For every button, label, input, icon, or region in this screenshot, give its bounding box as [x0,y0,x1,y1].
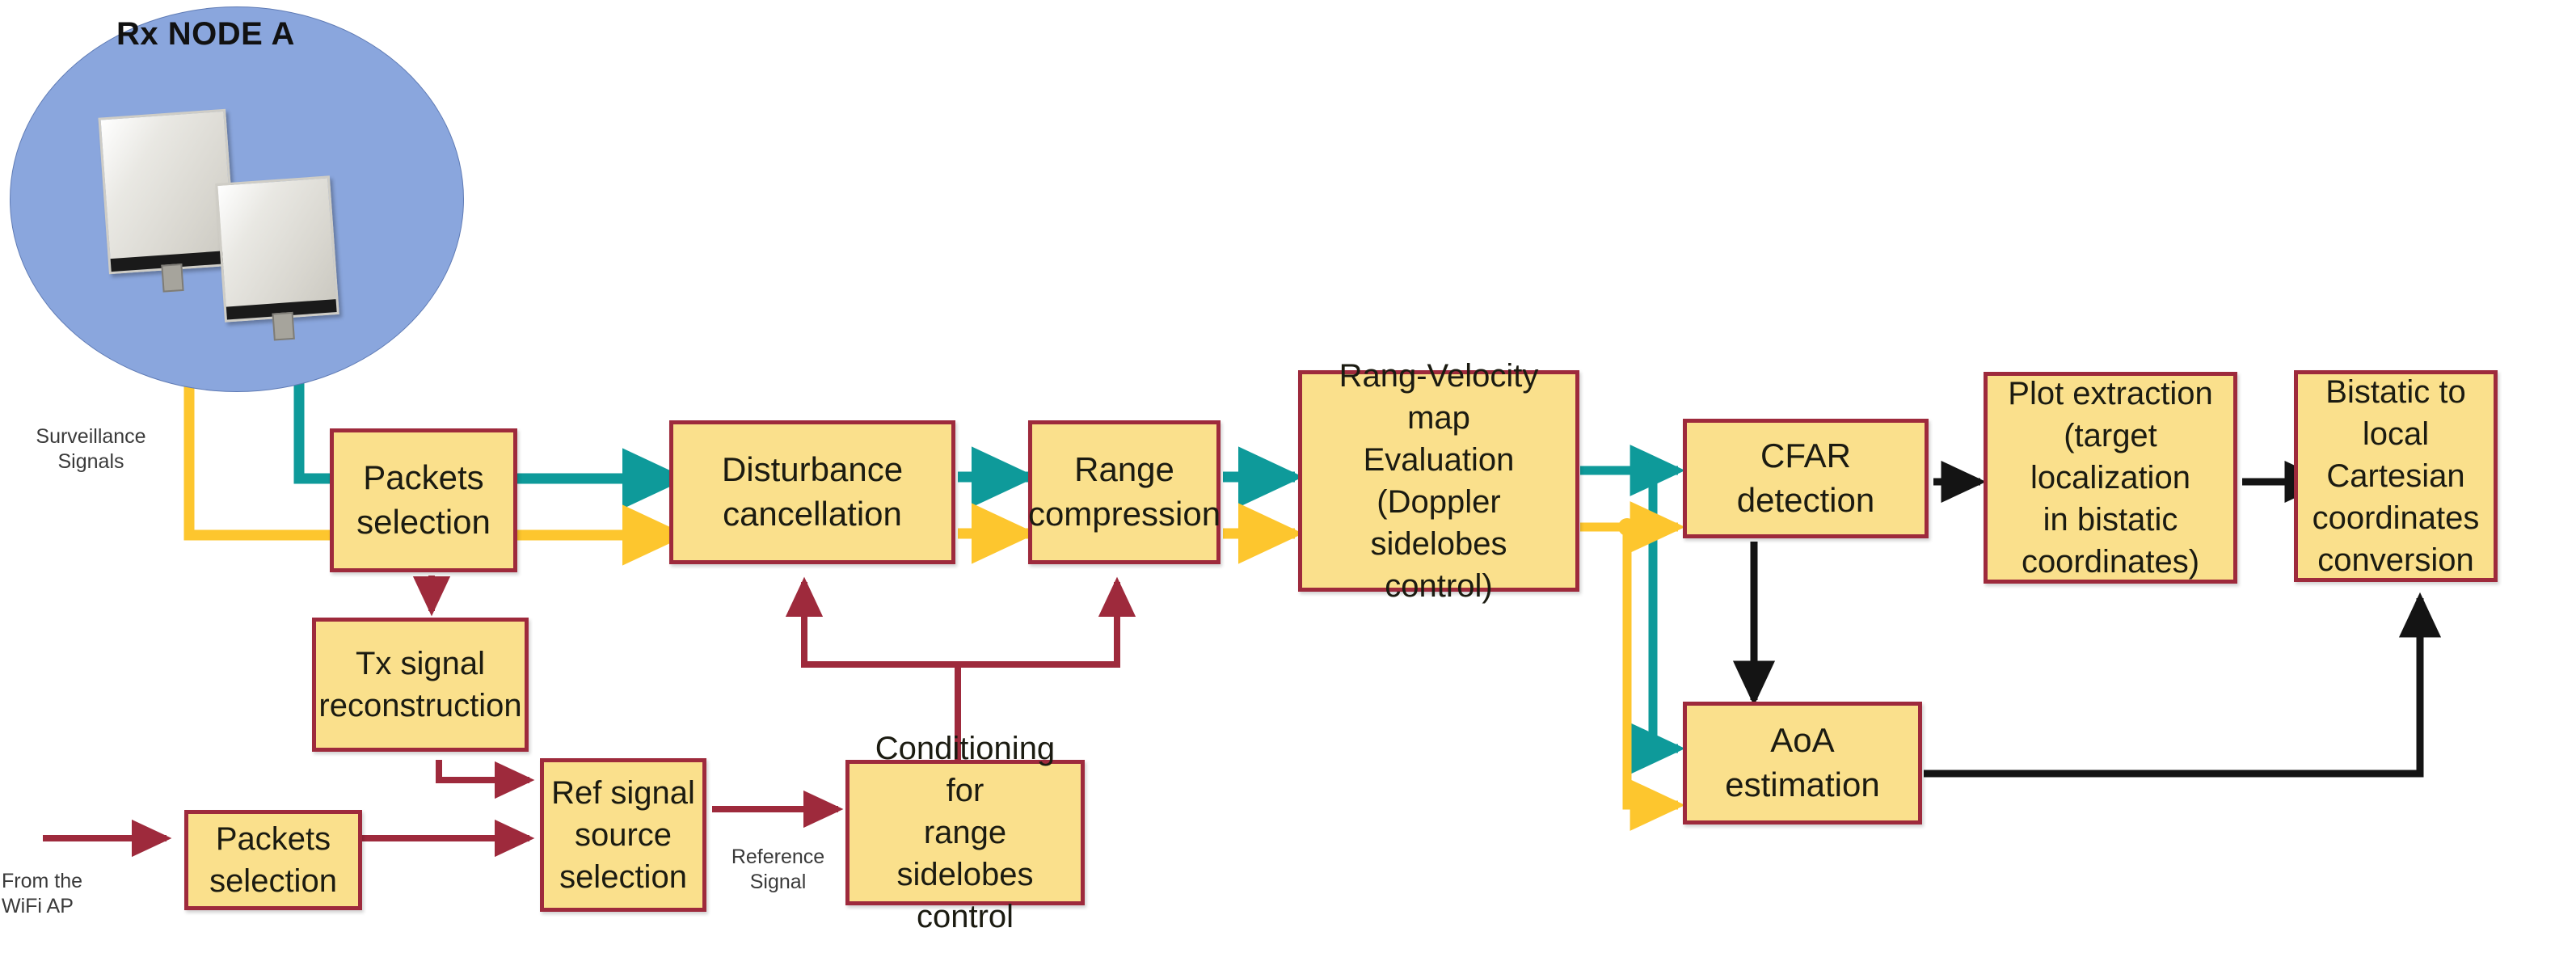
box-packets-selection-reference[interactable]: Packets selection [184,810,362,910]
box-disturbance-cancellation[interactable]: Disturbance cancellation [669,420,955,564]
box-range-compression[interactable]: Range compression [1028,420,1221,564]
box-range-velocity-map-evaluation[interactable]: Rang-Velocity map Evaluation (Doppler si… [1298,358,1579,604]
box-ref-signal-source-selection[interactable]: Ref signal source selection [540,758,706,912]
rx-node-a-title: Rx NODE A [116,16,295,52]
surveillance-signals-label: Surveillance Signals [36,425,146,474]
junction-dot-yellow [1618,518,1636,536]
box-label: Bistatic to local Cartesian coordinates … [2312,374,2480,578]
box-aoa-estimation[interactable]: AoA estimation [1683,702,1922,824]
box-cfar-detection[interactable]: CFAR detection [1683,419,1929,538]
edge-conditioning-to-disturbance-and-range [785,576,961,760]
box-plot-extraction[interactable]: Plot extraction (target localization in … [1984,372,2237,584]
edge-rvmap-to-aoa-yellow [1622,527,1685,831]
box-bistatic-to-local[interactable]: Bistatic to local Cartesian coordinates … [2294,370,2498,582]
reference-signal-label: Reference Signal [731,846,825,894]
box-label: Disturbance cancellation [721,450,904,533]
panel-antenna-right-icon [215,175,339,341]
box-label: Conditioning for range sidelobes control [875,731,1056,934]
box-label: Packets selection [209,821,337,899]
edge-tx-reconstruction-to-ref-source [436,760,535,799]
antenna-mast [272,311,295,341]
box-label: Tx signal reconstruction [318,646,522,723]
edge-aoa-to-bistatic [1924,592,2442,778]
box-label: Range compression [1027,450,1221,533]
edge-rvmap-to-aoa-teal [1629,470,1685,774]
from-wifi-ap-label: From the WiFi AP [2,870,83,918]
box-tx-signal-reconstruction[interactable]: Tx signal reconstruction [312,618,529,752]
box-label: Plot extraction (target localization in … [2008,376,2213,580]
edge-conditioning-to-range-compression [958,576,1136,668]
junction-dot-teal [1644,462,1662,479]
box-packets-selection-surveillance[interactable]: Packets selection [330,428,517,572]
box-conditioning-range-sidelobes[interactable]: Conditioning for range sidelobes control [845,731,1085,934]
box-label: Rang-Velocity map Evaluation (Doppler si… [1339,358,1539,604]
box-label: AoA estimation [1725,721,1880,803]
antenna-mast [161,263,184,293]
box-label: Ref signal source selection [551,775,695,895]
box-label: CFAR detection [1736,436,1875,519]
box-label: Packets selection [356,458,491,541]
